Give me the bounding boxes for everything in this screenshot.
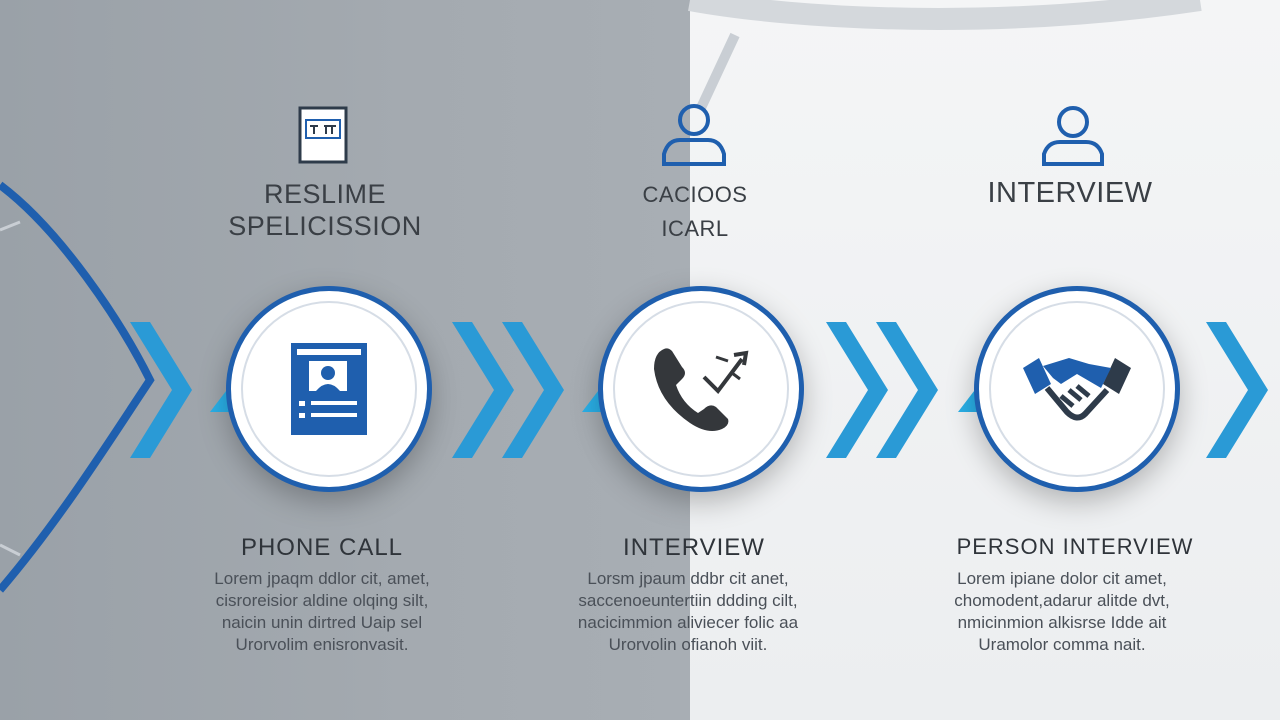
- person-icon: [660, 102, 728, 173]
- resume-card-icon: [291, 343, 367, 435]
- step-body-1: Lorem jpaqm ddlor cit, amet, cisroreisio…: [214, 569, 430, 654]
- step-body-2: Lorsm jpaum ddbr cit anet, saccenoeunter…: [577, 569, 799, 654]
- chevron-icon: [876, 322, 938, 458]
- chevron-icon: [1206, 322, 1268, 458]
- step-circle-3: [974, 286, 1180, 492]
- step-label-1: PHONE CALL: [240, 534, 404, 561]
- header-title-2: CACIOOS ICARL: [600, 178, 790, 246]
- chevron-icon: [130, 322, 192, 458]
- resume-doc-icon: [296, 104, 352, 171]
- chevron-icon: [452, 322, 514, 458]
- header-title-2-line2: ICARL: [661, 216, 729, 241]
- header-title-2-line1: CACIOOS: [642, 182, 748, 207]
- chevron-icon: [502, 322, 564, 458]
- header-title-3: INTERVIEW: [960, 176, 1180, 210]
- phone-icon: [654, 348, 749, 431]
- step-circle-2: [598, 286, 804, 492]
- step-label-2: INTERVIEW: [623, 534, 765, 561]
- step-label-3: PERSON INTERVIEW: [956, 534, 1194, 559]
- person-icon: [1040, 104, 1106, 173]
- header-title-1-line1: RESLIME: [263, 179, 387, 209]
- handshake-icon: [1023, 358, 1131, 421]
- step-body-3: Lorem ipiane dolor cit amet, chomodent,a…: [954, 569, 1170, 654]
- header-title-1: RESLIME SPELICISSION: [200, 178, 450, 242]
- step-circle-1: [226, 286, 432, 492]
- chevron-icon: [826, 322, 888, 458]
- header-title-1-line2: SPELICISSION: [228, 211, 422, 241]
- header-title-3-line1: INTERVIEW: [987, 177, 1153, 209]
